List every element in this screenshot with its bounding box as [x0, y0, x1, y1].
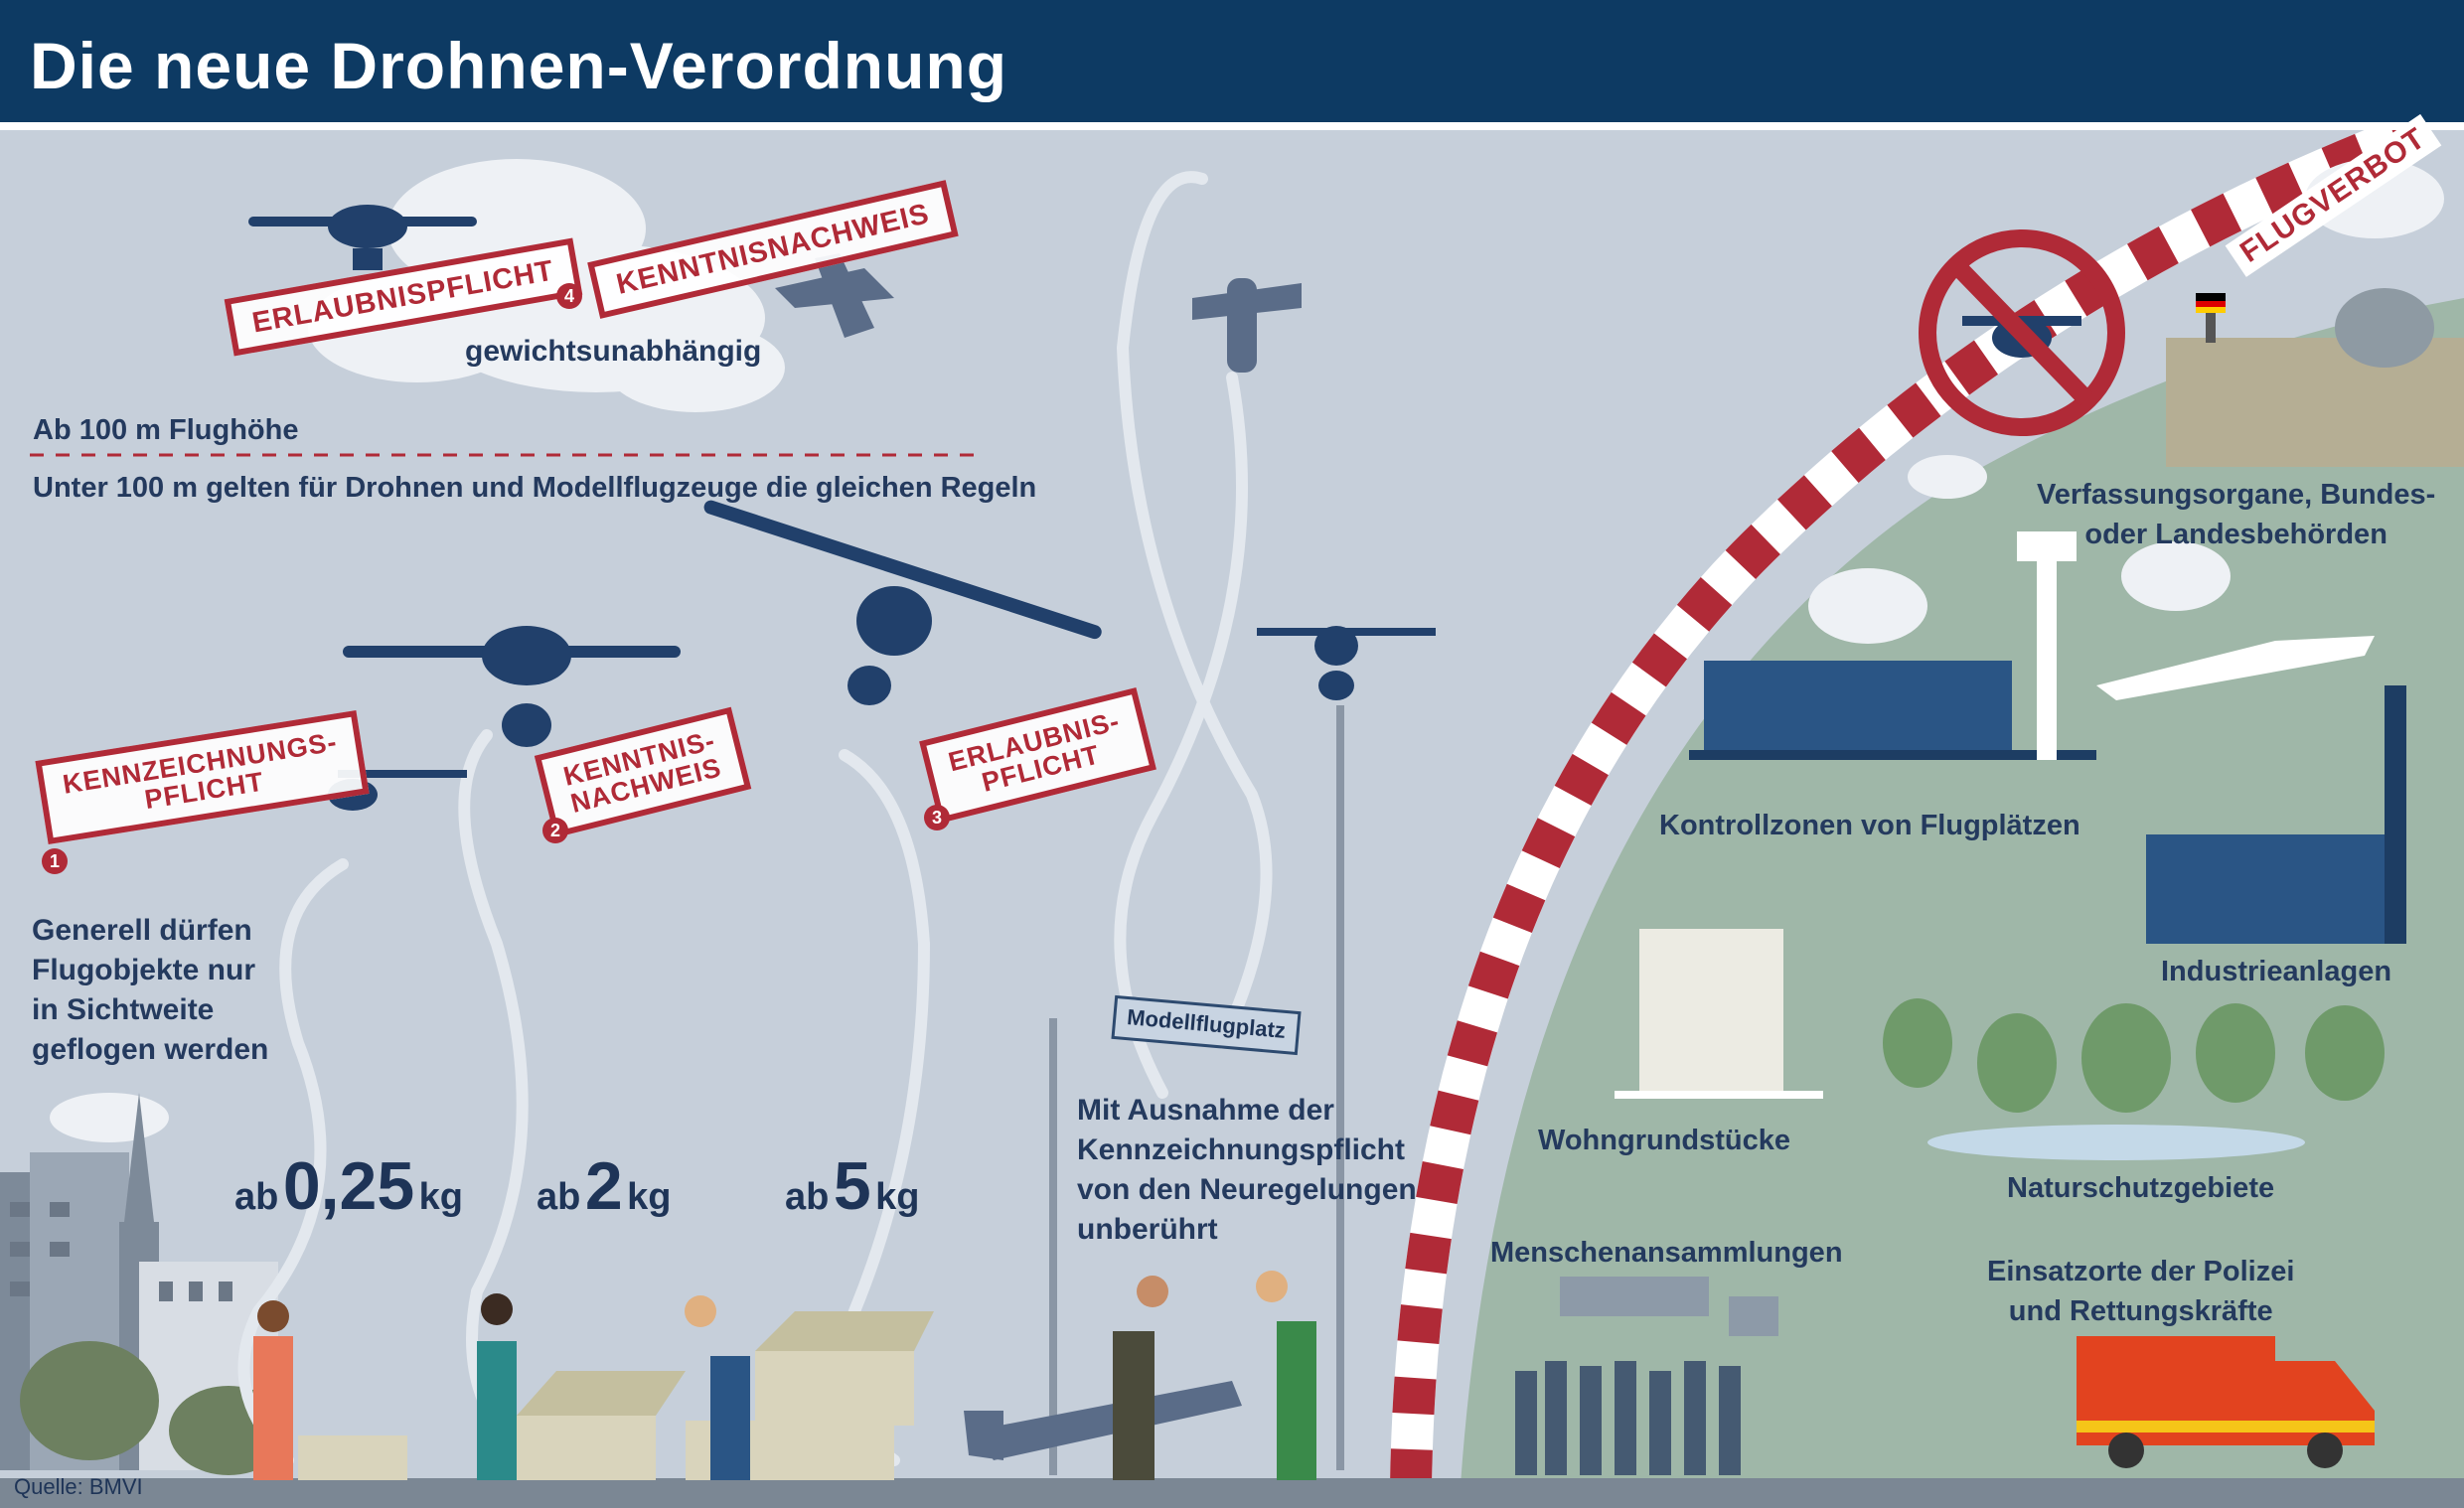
zone-naturschutzgebiete: Naturschutzgebiete — [2007, 1172, 2275, 1204]
zone-einsatzorte: Einsatzorte der Polizei und Rettungskräf… — [1987, 1256, 2295, 1327]
model-planes — [775, 253, 1302, 1460]
weight-5-value: 5 — [833, 1148, 871, 1224]
badge-4: 4 — [556, 283, 582, 309]
badge-1: 1 — [42, 848, 68, 874]
zone-verfassungsorgane: Verfassungsorgane, Bundes- oder Landesbe… — [2037, 479, 2436, 550]
weight-5: ab 5 kg — [785, 1147, 919, 1225]
weight-boxes — [298, 1311, 934, 1480]
header-bar: Die neue Drohnen-Verordnung — [0, 0, 2464, 130]
weight-2-value: 2 — [584, 1148, 623, 1224]
weight-025-prefix: ab — [234, 1176, 279, 1218]
visibility-note: Generell dürfen Flugobjekte nur in Sicht… — [32, 914, 269, 1066]
nature-trees — [1883, 998, 2385, 1160]
weight-2: ab 2 kg — [537, 1147, 671, 1225]
weight-025: ab 0,25 kg — [234, 1147, 463, 1225]
drones — [248, 205, 1436, 811]
weight-5-prefix: ab — [785, 1176, 830, 1218]
pilots — [253, 1271, 1316, 1480]
page-title: Die neue Drohnen-Verordnung — [30, 29, 1008, 102]
badge-2: 2 — [542, 818, 568, 843]
no-drones-sign — [1919, 229, 2125, 436]
above-100m-label: Ab 100 m Flughöhe — [33, 414, 299, 446]
no-fly-border-red — [1390, 130, 2432, 1486]
source-note: Quelle: BMVI — [14, 1474, 143, 1499]
weight-025-unit: kg — [418, 1176, 463, 1218]
reichstag — [2166, 288, 2464, 467]
zone-wohngrundstuecke: Wohngrundstücke — [1538, 1125, 1791, 1156]
factory — [2146, 685, 2406, 944]
weight-2-prefix: ab — [537, 1176, 581, 1218]
modellflugplatz-note: Mit Ausnahme der Kennzeichnungspflicht v… — [1077, 1094, 1417, 1246]
flight-trails — [237, 171, 1273, 1466]
weight-025-value: 0,25 — [282, 1148, 415, 1224]
house — [1615, 929, 1823, 1099]
below-100m-label: Unter 100 m gelten für Drohnen und Model… — [33, 472, 1037, 504]
zone-kontrollzonen: Kontrollzonen von Flugplätzen — [1659, 810, 2080, 841]
weight-5-unit: kg — [875, 1176, 920, 1218]
weight-independent-label: gewichtsunabhängig — [465, 335, 762, 368]
zone-menschenansammlungen: Menschenansammlungen — [1490, 1237, 1843, 1269]
zone-industrieanlagen: Industrieanlagen — [2161, 956, 2392, 987]
ambulance — [2077, 1336, 2375, 1468]
airport — [1689, 531, 2375, 760]
crowd — [1515, 1277, 1778, 1475]
badge-3: 3 — [924, 805, 950, 830]
weight-2-unit: kg — [627, 1176, 672, 1218]
